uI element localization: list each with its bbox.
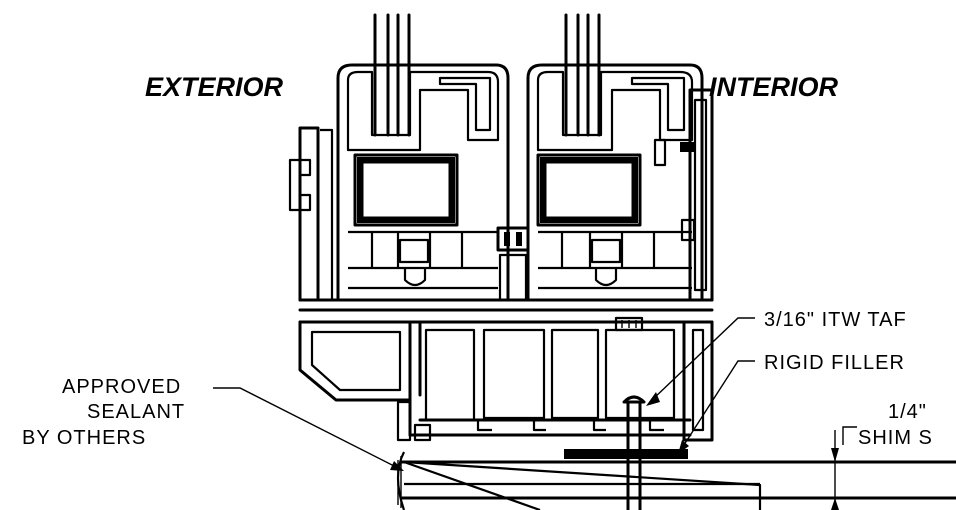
sealant-label-line2: SEALANT (87, 401, 185, 423)
interior-label: INTERIOR (709, 72, 839, 102)
leader-lines (213, 317, 857, 471)
exterior-label: EXTERIOR (145, 72, 284, 102)
glazing-right (564, 13, 601, 137)
shim-label-line1: 1/4" (888, 401, 927, 423)
sealant-label-line1: APPROVED (62, 376, 181, 398)
shim-dimension (720, 430, 956, 510)
meeting-rail (496, 226, 530, 302)
main-frame-profile (288, 88, 714, 442)
shim-label-line2: SHIM S (858, 427, 933, 449)
anchor-screw (622, 395, 646, 510)
left-sash-profile (336, 63, 510, 302)
sealant-label-line3: BY OTHERS (22, 427, 146, 449)
filler-label: RIGID FILLER (764, 352, 905, 374)
substrate-and-shim (396, 449, 956, 510)
glazing-left (373, 13, 411, 137)
tape-label: 3/16" ITW TAF (764, 309, 907, 331)
right-sash-profile (526, 63, 704, 302)
